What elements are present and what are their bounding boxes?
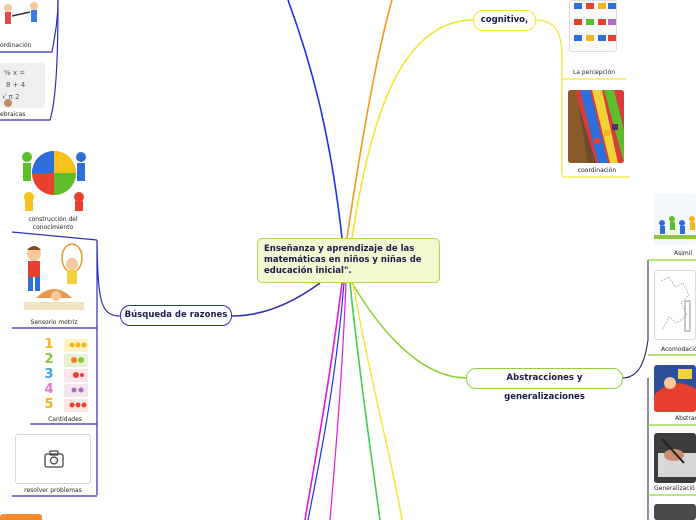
caption-generalizacion: Generalizació	[654, 485, 696, 493]
image-partial-bottom-right[interactable]	[654, 504, 696, 520]
link-magenta-down	[305, 283, 342, 520]
counting-number: 3	[38, 367, 60, 382]
image-construccion-conocimiento[interactable]	[17, 137, 91, 213]
color-grid-icon	[570, 1, 617, 52]
link-blue-down	[308, 283, 344, 520]
branch-cognitivo[interactable]: cognitivo,	[473, 10, 536, 31]
image-generalizacion[interactable]	[654, 433, 696, 483]
link-busqueda-children	[97, 240, 120, 495]
branch-busqueda-de-razones[interactable]: Búsqueda de razones	[120, 305, 232, 326]
caption-resolver: resolver problemas	[18, 487, 88, 495]
central-topic[interactable]: Enseñanza y aprendizaje de las matemátic…	[257, 238, 440, 283]
counting-number: 1	[38, 337, 60, 352]
link-cognitivo-children	[536, 20, 562, 175]
dot-to-dot-icon	[655, 271, 696, 340]
image-asimilacion[interactable]	[654, 193, 696, 245]
hands-writing-icon	[654, 433, 696, 483]
camera-icon	[16, 435, 91, 484]
caption-asimilacion: Asimil	[674, 250, 696, 258]
link-abstracciones-children	[622, 260, 648, 520]
image-la-percepcion[interactable]	[569, 0, 617, 52]
image-sensorio-motriz[interactable]	[16, 240, 92, 316]
image-coordinacion-right[interactable]	[568, 90, 624, 163]
partial-orange-node[interactable]	[0, 514, 42, 520]
link-yellow-down	[353, 283, 402, 520]
svg-text:% x =: % x =	[4, 69, 25, 77]
caption-coordinacion-top: ordinación	[0, 42, 30, 50]
link-to-busqueda	[232, 283, 320, 316]
link-to-cognitivo	[352, 20, 474, 238]
svg-text:8 + 4: 8 + 4	[6, 81, 26, 89]
counting-number: 5	[38, 397, 60, 412]
link-blue-up	[288, 0, 342, 238]
colorful-game-board-icon	[568, 90, 624, 163]
counting-number: 2	[38, 352, 60, 367]
caption-acomodacion: Acomodació	[661, 346, 696, 354]
caption-percepcion: La percepción	[566, 69, 622, 77]
caption-construccion: construcción del conocimiento	[22, 216, 84, 231]
image-placeholder-resolver[interactable]	[15, 434, 91, 484]
image-algebraicas[interactable]: % x = 8 + 4 √ π 2	[0, 63, 45, 108]
algebra-symbols-icon: % x = 8 + 4 √ π 2	[0, 63, 45, 108]
children-exercising-icon	[16, 240, 92, 316]
puzzle-people-icon	[17, 137, 91, 213]
image-acomodacion[interactable]	[654, 270, 696, 340]
underline-construccion	[12, 232, 97, 240]
caption-algebraicas: ebraicas	[0, 111, 28, 119]
caption-sensorio: Sensorio motriz	[22, 319, 86, 327]
children-playing-icon	[0, 0, 46, 36]
counting-number: 4	[38, 382, 60, 397]
toy-figures-icon	[654, 193, 696, 245]
image-abstraccion[interactable]	[654, 365, 696, 412]
caption-abstraccion: Abstrac	[675, 415, 696, 423]
link-orange-up	[347, 0, 392, 238]
branch-abstracciones[interactable]: Abstracciones y generalizaciones	[466, 368, 623, 389]
svg-text:√ π 2: √ π 2	[2, 93, 20, 101]
image-coordinacion-top[interactable]	[0, 0, 46, 36]
caption-coordinacion-right: coordinación	[568, 167, 626, 175]
caption-cantidades: Cantidades	[40, 416, 90, 424]
abstract-scene-icon	[654, 365, 696, 412]
